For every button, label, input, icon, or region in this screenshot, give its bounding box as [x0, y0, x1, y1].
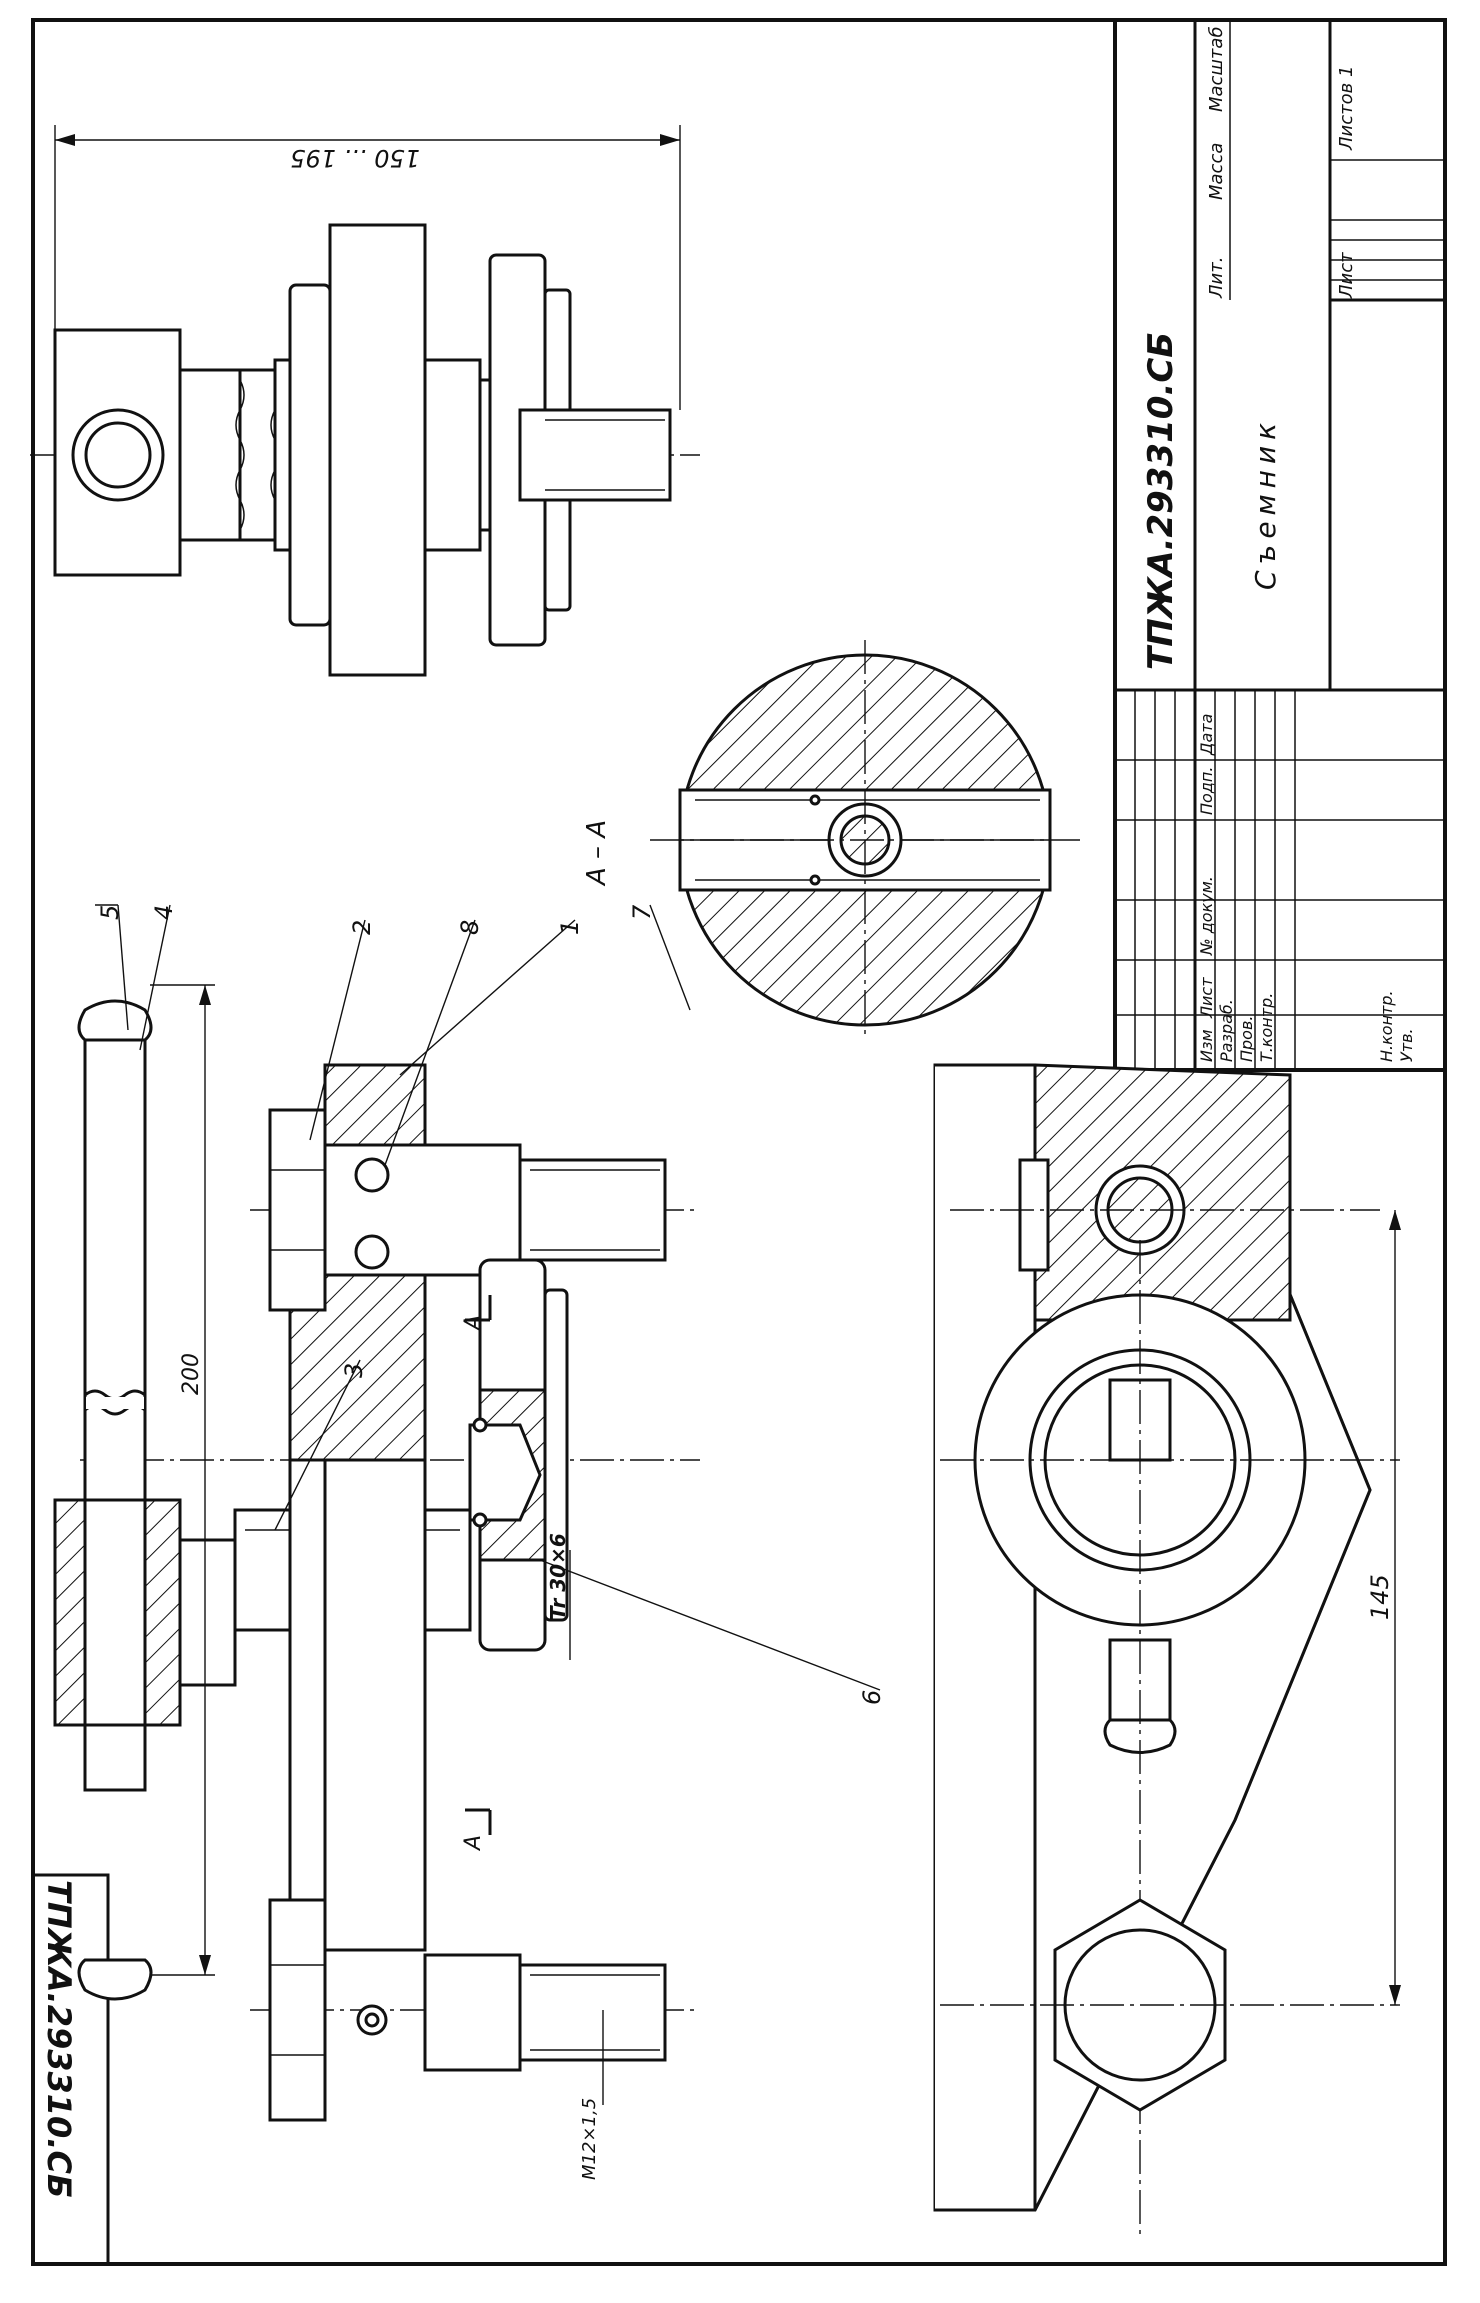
designation-stamp: ТПЖА.293310.СБ — [31, 1873, 110, 2266]
col-date: Дата — [1197, 714, 1216, 756]
dim-handle: 200 — [179, 1353, 204, 1395]
item-1: 1 — [556, 920, 584, 935]
title-block-frame — [1113, 18, 1447, 1072]
title-block: ТПЖА.293310.СБ Съемник Лит. Масса Масшта… — [1113, 18, 1447, 1072]
header-lit: Лит. — [1206, 257, 1227, 299]
header-massa: Масса — [1206, 143, 1227, 200]
col-doc: № докум. — [1197, 876, 1216, 956]
item-8: 8 — [456, 920, 484, 935]
row-nkontr: Н.контр. — [1377, 990, 1396, 1062]
col-izm: Изм — [1197, 1029, 1216, 1062]
lower-nut — [268, 1898, 327, 2122]
designation-main: ТПЖА.293310.СБ — [1141, 332, 1181, 670]
row-tkontr: Т.контр. — [1257, 993, 1276, 1062]
col-sign: Подп. — [1197, 767, 1216, 815]
item-4: 4 — [150, 905, 178, 920]
front-view: 200 Tr 30×6 M12×1,5 А А — [53, 984, 700, 2180]
base-plate-view: 145 — [933, 1063, 1401, 2240]
designation-rotated: ТПЖА.293310.СБ — [40, 1880, 78, 2198]
item-2: 2 — [348, 920, 376, 935]
item-5: 5 — [96, 905, 124, 920]
row-utv: Утв. — [1397, 1028, 1416, 1062]
item-6: 6 — [858, 1690, 886, 1705]
row-razrab: Разраб. — [1217, 999, 1236, 1062]
dim-bolt-thread: M12×1,5 — [579, 2098, 600, 2180]
sheet-label: Лист — [1336, 252, 1357, 299]
sheet-frame — [31, 18, 1447, 2266]
col-list: Лист — [1197, 977, 1216, 1019]
dim-base: 145 — [1366, 1574, 1394, 1620]
upper-nut — [268, 1108, 327, 1312]
yoke-top — [328, 223, 427, 677]
header-scale: Масштаб — [1206, 26, 1227, 112]
cut-marker-upper: А — [461, 1315, 486, 1332]
section-a-a: А – А — [582, 640, 1080, 1040]
dim-main-thread: Tr 30×6 — [546, 1533, 570, 1620]
item-7: 7 — [628, 904, 656, 920]
cut-marker-lower: А — [461, 1835, 486, 1852]
row-prov: Пров. — [1237, 1016, 1256, 1063]
drawing-title: Съемник — [1249, 417, 1282, 590]
dim-overall: 150 ... 195 — [290, 144, 420, 172]
sheets-count: Листов 1 — [1336, 66, 1357, 151]
item-3: 3 — [340, 1363, 368, 1378]
yoke-arm — [323, 1458, 427, 1952]
item-callouts: 5 4 2 8 1 3 6 7 — [95, 904, 886, 1705]
top-view: 150 ... 195 — [30, 125, 700, 677]
section-label: А – А — [582, 820, 612, 887]
